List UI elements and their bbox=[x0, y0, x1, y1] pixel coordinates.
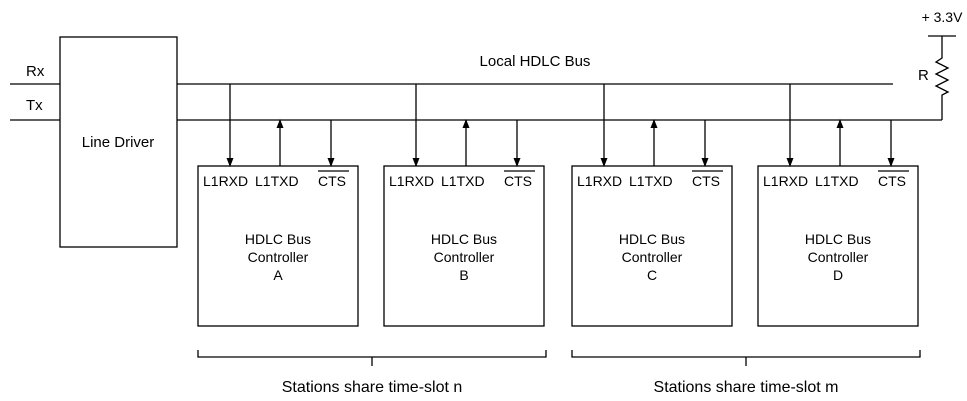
pull-up-resistor bbox=[934, 36, 950, 120]
controller-b-id: B bbox=[459, 267, 468, 283]
controller-a-subtitle: Controller bbox=[248, 249, 309, 265]
line-driver-box bbox=[59, 36, 178, 248]
controller-c-id: C bbox=[647, 267, 657, 283]
controller-c-pin-rxd: L1RXD bbox=[577, 173, 622, 189]
controller-a-pin-txd: L1TXD bbox=[255, 173, 299, 189]
controller-a-pin-rxd: L1RXD bbox=[203, 173, 248, 189]
controller-d-id: D bbox=[833, 267, 843, 283]
controller-b-pin-rxd: L1RXD bbox=[389, 173, 434, 189]
controller-b-subtitle: Controller bbox=[434, 249, 495, 265]
group-bracket-m bbox=[571, 350, 921, 358]
controller-c-pin-cts: CTS bbox=[692, 173, 720, 189]
controller-b-pin-cts: CTS bbox=[504, 173, 532, 189]
controller-c-title: HDLC Bus bbox=[619, 231, 685, 247]
controller-b-pin-txd: L1TXD bbox=[441, 173, 485, 189]
controller-b-title: HDLC Bus bbox=[431, 231, 497, 247]
controller-c-subtitle: Controller bbox=[622, 249, 683, 265]
group-bracket-n bbox=[197, 350, 547, 358]
supply-label: + 3.3V bbox=[922, 9, 964, 25]
controller-d-box bbox=[757, 165, 919, 327]
bus-label: Local HDLC Bus bbox=[480, 53, 591, 70]
controller-d-pin-rxd: L1RXD bbox=[763, 173, 808, 189]
rx-label: Rx bbox=[26, 63, 45, 80]
controller-a-id: A bbox=[273, 267, 283, 283]
controller-d-pin-cts: CTS bbox=[878, 173, 906, 189]
controller-d-pin-txd: L1TXD bbox=[815, 173, 859, 189]
group-label-m: Stations share time-slot m bbox=[654, 379, 839, 396]
controller-d-title: HDLC Bus bbox=[805, 231, 871, 247]
controller-a-box bbox=[197, 165, 359, 327]
group-label-n: Stations share time-slot n bbox=[282, 379, 463, 396]
controller-c-box bbox=[571, 165, 733, 327]
line-driver-label: Line Driver bbox=[82, 134, 155, 151]
controller-a-title: HDLC Bus bbox=[245, 231, 311, 247]
controller-a-pin-cts: CTS bbox=[318, 173, 346, 189]
controller-d-subtitle: Controller bbox=[808, 249, 869, 265]
resistor-label: R bbox=[918, 67, 929, 84]
tx-label: Tx bbox=[26, 97, 43, 114]
controller-c-pin-txd: L1TXD bbox=[629, 173, 673, 189]
controller-b-box bbox=[383, 165, 545, 327]
